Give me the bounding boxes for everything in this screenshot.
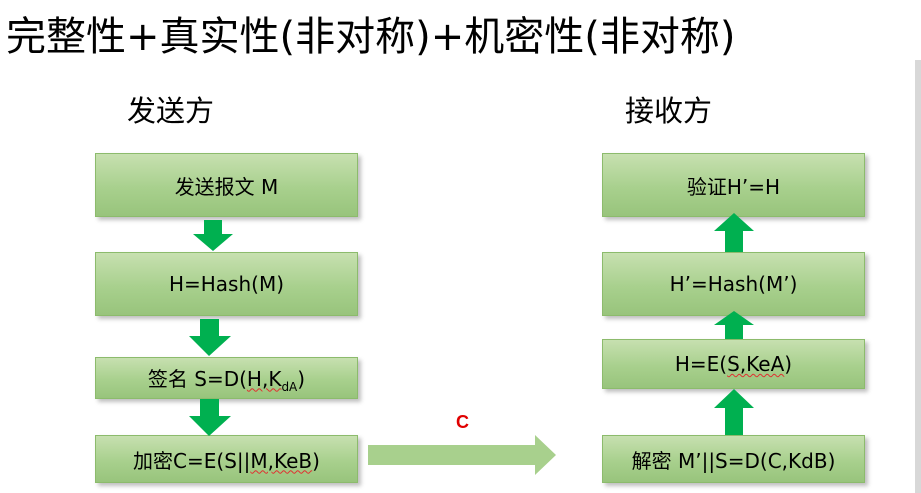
receiver-step-label: 验证H’=H: [686, 174, 781, 199]
sender-step-encrypt: 加密C=E(S||M,KeB): [95, 435, 358, 483]
receiver-step-hash: H’=Hash(M’): [602, 252, 865, 316]
transfer-label: C: [456, 412, 469, 432]
down-arrow-icon: [193, 220, 233, 251]
down-arrow-icon: [189, 399, 231, 436]
page-title: 完整性+真实性(非对称)+机密性(非对称): [6, 14, 736, 60]
receiver-step-recover-hash: H=E(S,KeA): [602, 339, 865, 389]
sender-step-label: 加密C=E(S||M,KeB): [133, 448, 320, 473]
receiver-step-decrypt: 解密 M’||S=D(C,KdB): [602, 435, 865, 483]
up-arrow-icon: [714, 389, 754, 435]
sender-step-send-message: 发送报文 M: [95, 153, 358, 217]
receiver-step-label: H=E(S,KeA): [674, 352, 793, 376]
receiver-step-label: H’=Hash(M’): [669, 272, 798, 296]
transfer-arrow-icon: [368, 435, 556, 475]
right-edge-divider: [915, 60, 921, 493]
sender-step-label: 发送报文 M: [174, 174, 279, 199]
sender-heading: 发送方: [127, 94, 215, 128]
sender-step-hash: H=Hash(M): [95, 252, 358, 316]
sender-step-label: H=Hash(M): [168, 272, 285, 296]
receiver-heading: 接收方: [625, 94, 713, 128]
sender-step-label: 签名 S=D(H,KdA): [147, 366, 306, 394]
receiver-step-label: 解密 M’||S=D(C,KdB): [631, 448, 836, 473]
down-arrow-icon: [189, 319, 231, 356]
up-arrow-icon: [714, 213, 754, 252]
up-arrow-icon: [714, 311, 754, 339]
receiver-step-verify: 验证H’=H: [602, 153, 865, 217]
sender-step-sign: 签名 S=D(H,KdA): [95, 357, 358, 399]
